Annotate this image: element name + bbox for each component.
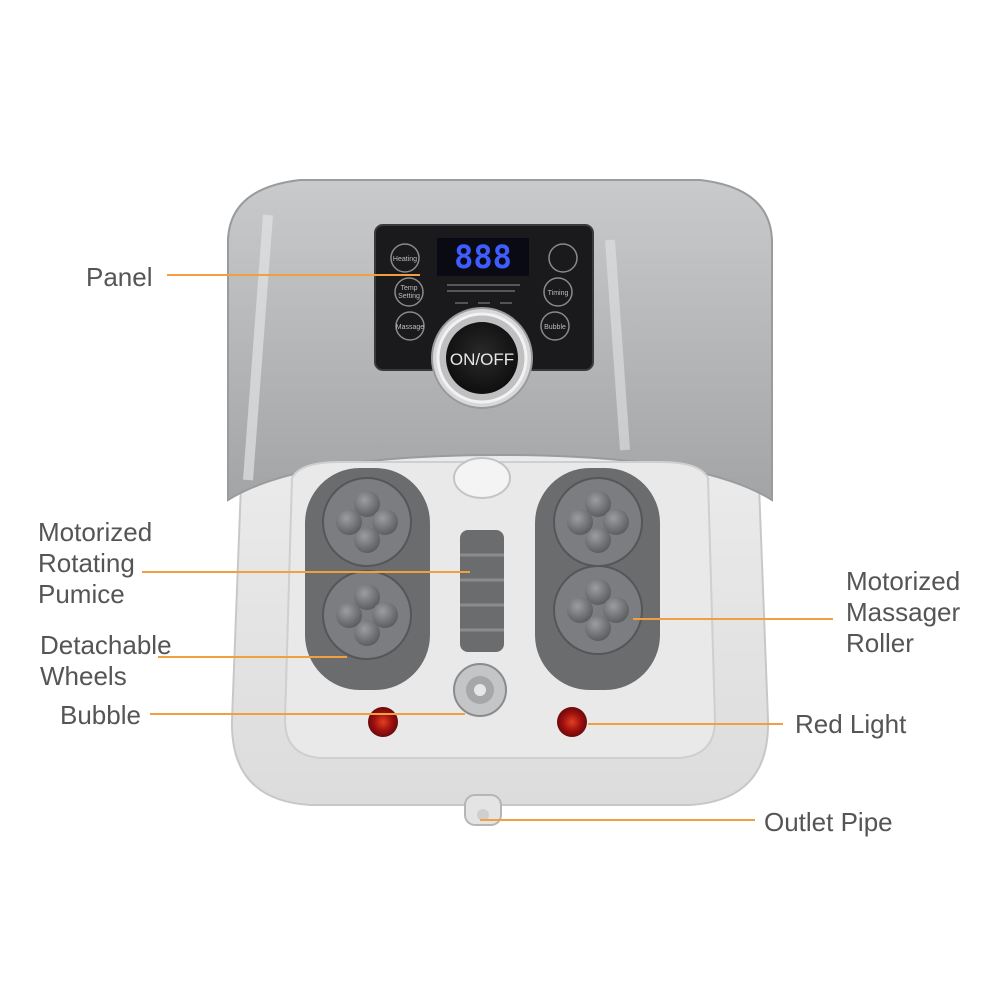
button-massage[interactable]: Massage <box>395 311 425 341</box>
callout-panel: Panel <box>86 262 153 292</box>
display-digits: 888 <box>454 238 512 276</box>
button-bubble[interactable]: Bubble <box>540 311 570 341</box>
svg-text:Heating: Heating <box>393 256 417 263</box>
led-display <box>437 238 529 276</box>
center-dome <box>453 457 511 499</box>
callout-red-light: Red Light <box>795 709 907 739</box>
roller-right-bottom <box>553 565 643 655</box>
outlet-pipe <box>464 794 502 826</box>
svg-text:Massage: Massage <box>396 324 425 331</box>
panel-warning-lines <box>447 284 520 304</box>
pumice-roller <box>460 530 504 652</box>
svg-text:Timing: Timing <box>548 290 569 297</box>
button-frequency[interactable] <box>548 243 578 273</box>
callout-bubble: Bubble <box>60 700 141 730</box>
callout-outlet: Outlet Pipe <box>764 807 893 837</box>
callout-roller: Motorized Massager Roller <box>846 566 961 658</box>
leader-lines <box>142 274 833 821</box>
svg-text:Bubble: Bubble <box>544 324 566 331</box>
red-light-right <box>557 707 587 737</box>
roller-right-top <box>553 477 643 567</box>
callout-wheels: Detachable Wheels <box>40 630 172 691</box>
shell-highlight-right <box>605 239 630 451</box>
power-button-label: ON/OFF <box>450 350 514 369</box>
roller-left-top <box>322 477 412 567</box>
roller-tray-right <box>535 468 660 690</box>
shell-highlight-left <box>243 214 273 481</box>
button-heating[interactable]: Heating <box>390 243 420 273</box>
button-timing[interactable]: Timing <box>543 277 573 307</box>
bubble-jet <box>453 663 507 717</box>
roller-tray-left <box>305 468 430 690</box>
roller-left-bottom <box>322 570 412 660</box>
callout-pumice: Motorized Rotating Pumice <box>38 517 153 609</box>
power-knob[interactable]: ON/OFF <box>431 307 533 409</box>
red-light-left <box>368 707 398 737</box>
